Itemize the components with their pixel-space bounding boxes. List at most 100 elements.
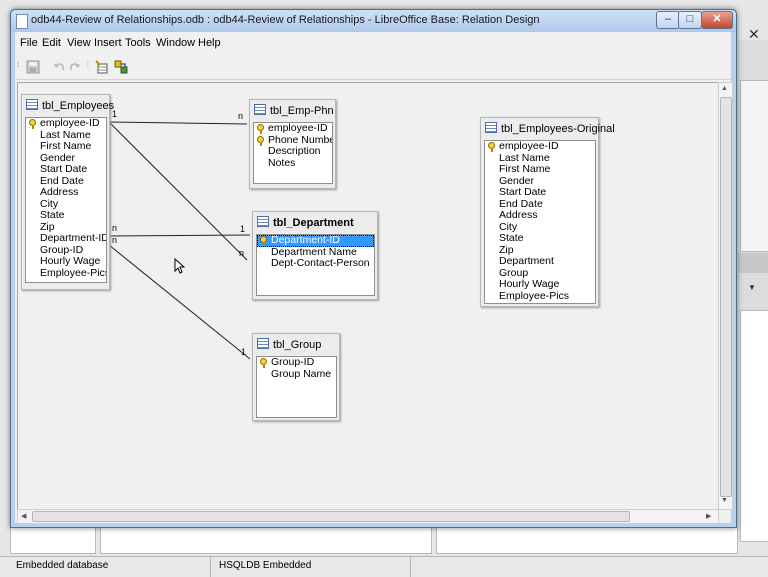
field-item[interactable]: Zip xyxy=(26,221,106,234)
primary-key-icon xyxy=(257,124,264,134)
table-title[interactable]: tbl_Department xyxy=(257,216,354,232)
field-name: State xyxy=(40,209,65,221)
field-item[interactable]: City xyxy=(485,221,595,234)
relation-line-group xyxy=(108,244,251,360)
scroll-up-icon[interactable]: ▲ xyxy=(721,85,728,92)
field-item[interactable]: Zip xyxy=(485,243,595,257)
menu-tools[interactable]: Tools xyxy=(125,37,151,49)
field-item[interactable]: First Name xyxy=(485,163,595,176)
scroll-down-icon[interactable]: ▼ xyxy=(721,497,728,504)
table-window-employees-original[interactable]: tbl_Employees-Original employee-ID Last … xyxy=(480,117,615,307)
menu-edit[interactable]: Edit xyxy=(42,37,61,49)
title-bar[interactable]: odb44-Review of Relationships.odb : odb4… xyxy=(11,10,736,32)
primary-key-icon xyxy=(488,142,495,152)
table-title[interactable]: tbl_Employees-Original xyxy=(485,122,615,138)
menu-file[interactable]: File xyxy=(20,37,38,49)
field-item[interactable]: State xyxy=(485,232,595,245)
field-item[interactable]: Department-ID xyxy=(26,232,106,245)
field-name: Notes xyxy=(268,156,296,169)
field-name: Employee-Pics xyxy=(499,289,570,302)
field-name: Group-ID xyxy=(40,243,84,256)
field-item[interactable]: Gender xyxy=(485,175,595,188)
field-item[interactable]: Address xyxy=(26,186,106,199)
field-item[interactable]: Last Name xyxy=(26,128,106,142)
background-cell xyxy=(436,527,738,554)
field-item[interactable]: employee-ID xyxy=(254,123,332,135)
table-title[interactable]: tbl_Employees xyxy=(26,99,114,115)
dropdown-arrow-icon[interactable]: ▼ xyxy=(748,283,756,292)
menu-help[interactable]: Help xyxy=(198,37,221,49)
toolbar-grip-icon[interactable]: ⁞ xyxy=(17,62,19,69)
field-item[interactable]: Employee-Pics xyxy=(485,289,595,303)
primary-key-icon xyxy=(257,135,264,146)
menu-insert[interactable]: Insert xyxy=(94,37,122,49)
vertical-scrollbar[interactable]: ▲ ▼ xyxy=(718,82,733,510)
close-button[interactable]: ✕ xyxy=(701,11,733,29)
field-item[interactable]: Department xyxy=(485,255,595,268)
add-tables-icon[interactable] xyxy=(95,60,109,74)
table-icon xyxy=(254,104,266,115)
field-item[interactable]: City xyxy=(26,198,106,211)
menu-window[interactable]: Window xyxy=(156,37,196,49)
field-item[interactable]: Group Name xyxy=(257,368,336,381)
field-item[interactable]: Group-ID xyxy=(26,243,106,257)
window-title: odb44-Review of Relationships.odb : odb4… xyxy=(31,14,540,26)
field-item[interactable]: First Name xyxy=(26,140,106,153)
background-panel-list xyxy=(740,310,768,542)
relation-canvas[interactable]: 1 n n 1 n n 1 tbl_Employees employee-ID … xyxy=(17,82,719,510)
field-list: employee-ID Last Name First Name Gender … xyxy=(25,117,107,283)
minimize-button[interactable]: ‒ xyxy=(656,11,680,29)
scroll-left-icon[interactable]: ◀ xyxy=(21,513,27,520)
background-panel-header xyxy=(738,253,768,273)
field-name: employee-ID xyxy=(268,122,328,134)
field-item[interactable]: Description xyxy=(254,145,332,158)
field-name: First Name xyxy=(499,163,551,175)
field-name: employee-ID xyxy=(40,117,100,129)
field-name: Zip xyxy=(499,243,514,256)
redo-icon[interactable] xyxy=(68,60,82,74)
table-window-emp-phn[interactable]: tbl_Emp-Phn employee-ID Phone Number Des… xyxy=(249,99,336,189)
horizontal-scroll-thumb[interactable] xyxy=(32,511,630,522)
field-item-selected[interactable]: Department-ID xyxy=(257,235,374,247)
field-name: Last Name xyxy=(40,128,91,141)
table-window-group[interactable]: tbl_Group Group-ID Group Name xyxy=(252,333,340,421)
field-item[interactable]: Start Date xyxy=(26,163,106,176)
field-item[interactable]: State xyxy=(26,209,106,222)
relation-one-label: 1 xyxy=(112,109,118,119)
background-close-icon[interactable]: ✕ xyxy=(748,26,760,42)
field-item[interactable]: Address xyxy=(485,209,595,222)
field-item[interactable]: employee-ID xyxy=(485,141,595,153)
field-item[interactable]: Phone Number xyxy=(254,134,332,147)
maximize-button[interactable]: □ xyxy=(678,11,702,29)
undo-icon[interactable] xyxy=(52,60,66,74)
field-item[interactable]: Notes xyxy=(254,156,332,170)
vertical-scroll-thumb[interactable] xyxy=(720,97,732,497)
field-item[interactable]: Hourly Wage xyxy=(485,278,595,291)
scroll-right-icon[interactable]: ▶ xyxy=(706,513,712,520)
table-title[interactable]: tbl_Emp-Phn xyxy=(254,104,334,120)
horizontal-scrollbar[interactable]: ◀ ▶ xyxy=(17,509,719,524)
field-item[interactable]: Last Name xyxy=(485,152,595,165)
field-item[interactable]: End Date xyxy=(485,198,595,211)
new-relation-icon[interactable] xyxy=(114,60,128,74)
field-item[interactable]: employee-ID xyxy=(26,118,106,130)
field-item[interactable]: Dept-Contact-Person xyxy=(257,257,374,270)
field-item[interactable]: Department Name xyxy=(257,246,374,259)
table-window-department[interactable]: tbl_Department Department-ID Department … xyxy=(252,211,378,300)
field-item[interactable]: Start Date xyxy=(485,186,595,199)
field-item[interactable]: Hourly Wage xyxy=(26,255,106,268)
status-bar: Embedded database HSQLDB Embedded xyxy=(0,556,768,577)
background-cell xyxy=(100,527,432,554)
field-item[interactable]: Group-ID xyxy=(257,357,336,369)
field-item[interactable]: Gender xyxy=(26,152,106,165)
field-item[interactable]: Group xyxy=(485,267,595,280)
toolbar-separator: | xyxy=(87,61,89,68)
save-icon[interactable] xyxy=(26,60,40,74)
menu-bar: File Edit View Insert Tools Window Help xyxy=(15,32,731,54)
field-item[interactable]: Employee-Pics xyxy=(26,267,106,280)
menu-view[interactable]: View xyxy=(67,37,91,49)
table-window-employees[interactable]: tbl_Employees employee-ID Last Name Firs… xyxy=(21,94,114,290)
table-title[interactable]: tbl_Group xyxy=(257,338,321,354)
relation-one-label: 1 xyxy=(241,347,247,357)
field-item[interactable]: End Date xyxy=(26,175,106,188)
